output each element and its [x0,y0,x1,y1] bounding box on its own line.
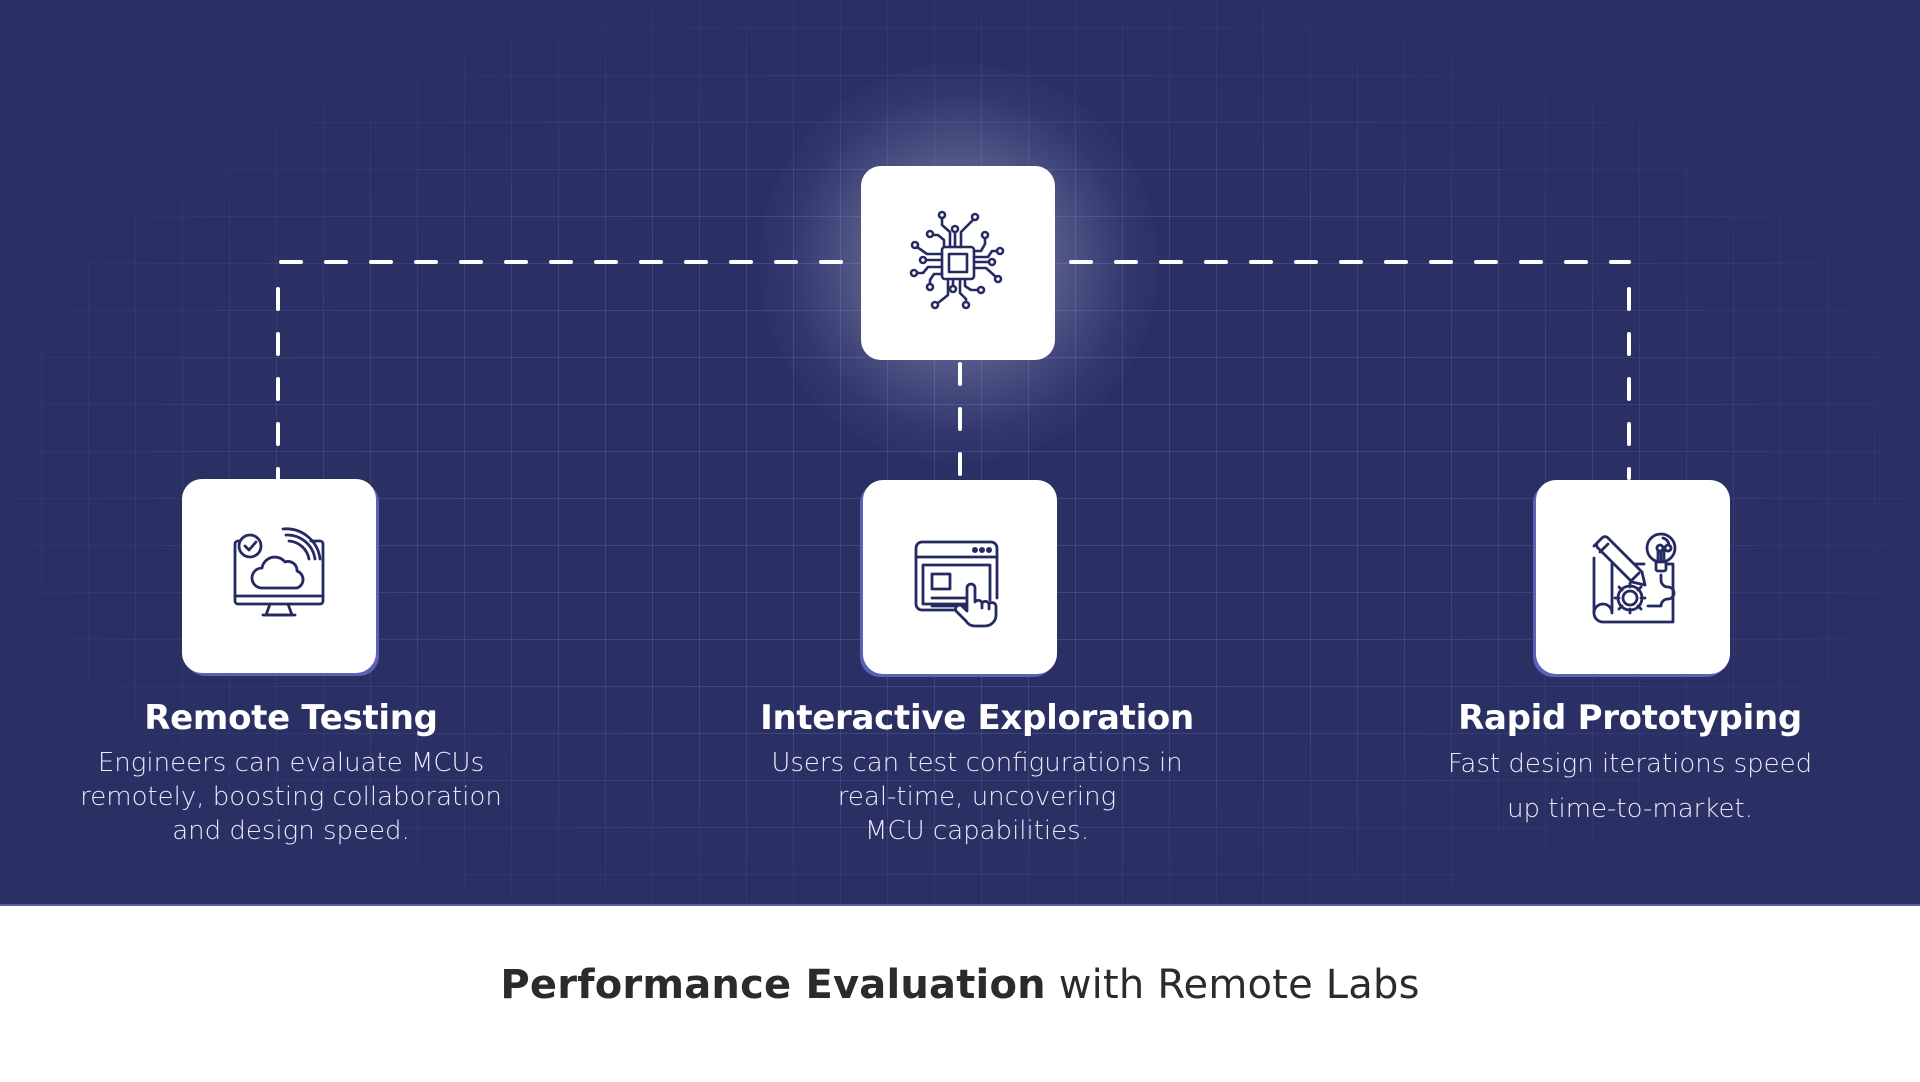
connector-lines [276,260,1631,480]
feature-description: Engineers can evaluate MCUs remotely, bo… [31,746,551,848]
description-line: Engineers can evaluate MCUs [97,748,485,778]
description-line: and design speed. [172,816,410,846]
description-line: up time-to-market. [1507,794,1753,824]
feature-rapid-prototyping: Rapid Prototyping Fast design iterations… [1370,694,1890,832]
description-line: Fast design iterations speed [1447,749,1813,779]
feature-card-rapid-prototyping [1536,480,1730,674]
feature-title: Rapid Prototyping [1458,698,1802,738]
description-line: real-time, uncovering [837,782,1117,812]
microchip-icon [909,210,1005,310]
feature-interactive-exploration: Interactive Exploration Users can test c… [717,694,1237,848]
feature-title: Remote Testing [144,698,438,738]
feature-description: Fast design iterations speed up time-to-… [1370,742,1890,832]
hub-card [861,166,1055,360]
page-title-bold: Performance Evaluation [500,962,1046,1008]
description-line: remotely, boosting collaboration [80,782,502,812]
page-title-regular: with Remote Labs [1058,962,1420,1008]
page-title: Performance Evaluation with Remote Labs [0,962,1920,1008]
description-line: MCU capabilities. [865,816,1089,846]
hero-panel: Remote Testing Engineers can evaluate MC… [0,0,1920,906]
browser-touch-icon [914,540,999,628]
feature-remote-testing: Remote Testing Engineers can evaluate MC… [31,694,551,848]
cloud-monitor-icon [233,527,325,617]
feature-card-interactive-exploration [863,480,1057,674]
blueprint-idea-icon [1592,532,1677,624]
description-line: Users can test configurations in [771,748,1183,778]
feature-card-remote-testing [182,479,376,673]
feature-title: Interactive Exploration [760,698,1194,738]
feature-description: Users can test configurations in real-ti… [717,746,1237,848]
